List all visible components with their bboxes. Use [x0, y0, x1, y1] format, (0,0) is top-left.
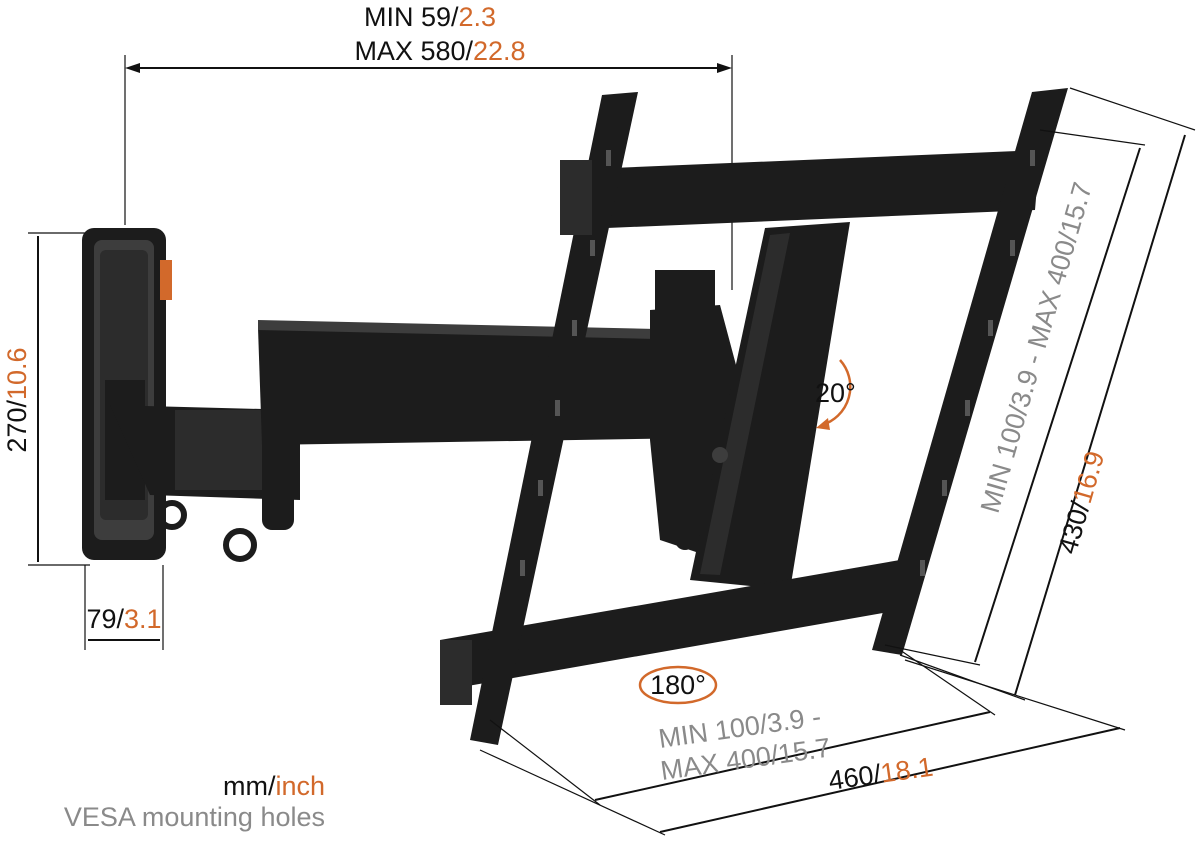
release-tab — [160, 260, 172, 300]
tv-frame — [440, 88, 1068, 745]
depth-min-label: MIN 59/2.3 — [364, 2, 496, 32]
frame-height-label: 430/16.9 — [1052, 448, 1110, 557]
depth-max-label: MAX 580/22.8 — [354, 36, 525, 66]
units-legend: mm/inch — [223, 771, 325, 801]
swivel-indicator: 180° — [638, 665, 718, 705]
wall-plate-width-label: 79/3.1 — [86, 604, 161, 634]
swivel-label: 180° — [650, 670, 706, 700]
tilt-bracket — [675, 222, 850, 590]
vesa-legend: VESA mounting holes — [64, 802, 325, 832]
wall-plate-height-label: 270/10.6 — [2, 347, 32, 452]
wall-plate-width-dimension: 79/3.1 — [84, 565, 164, 650]
depth-dimension: MIN 59/2.3 MAX 580/22.8 — [124, 2, 733, 290]
frame-width-label: 460/18.1 — [827, 752, 935, 796]
wall-plate-height-dimension: 270/10.6 — [2, 232, 90, 566]
tilt-indicator: 20° — [815, 359, 856, 430]
tilt-label: 20° — [815, 378, 856, 408]
swing-arm — [110, 270, 740, 562]
legend: mm/inch VESA mounting holes — [64, 771, 325, 832]
frame-width-dimension: MIN 100/3.9 - MAX 400/15.7 460/18.1 — [479, 649, 1126, 836]
